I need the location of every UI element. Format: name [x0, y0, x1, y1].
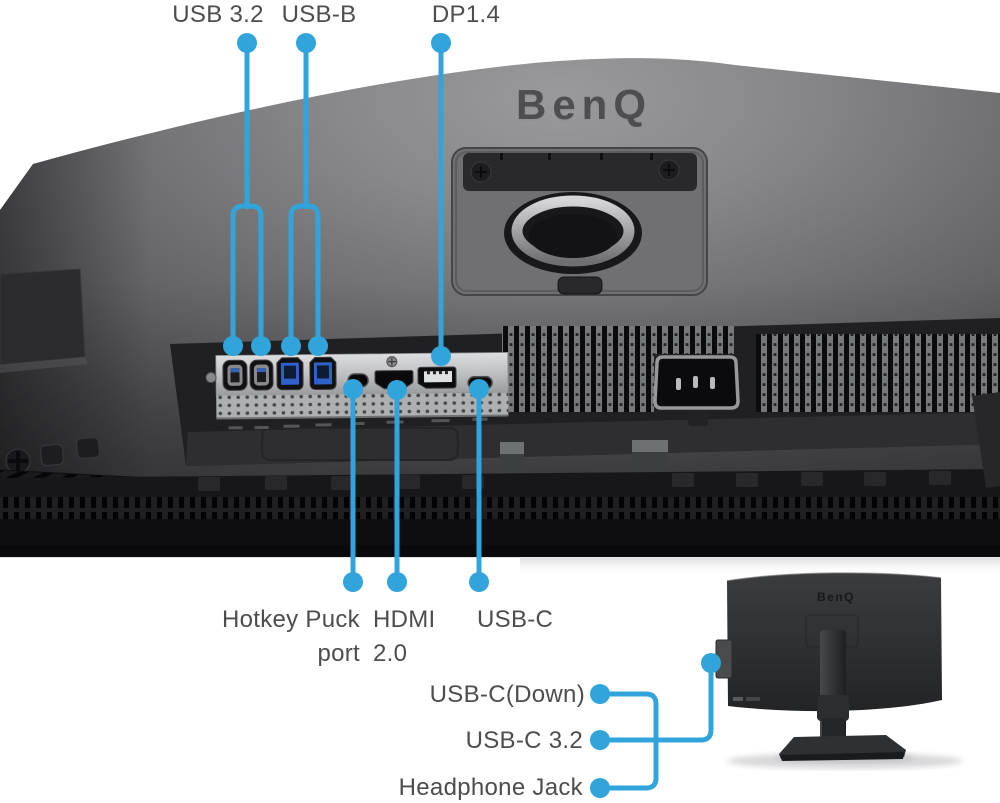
osd-button-1 — [40, 444, 64, 466]
osd-controls — [5, 437, 100, 474]
label-usb-c-down: USB-C(Down) — [429, 681, 585, 708]
label-usb-3-2: USB 3.2 — [172, 1, 264, 28]
label-recess — [0, 268, 86, 366]
usb-a-port-2 — [249, 359, 274, 391]
svg-text:BenQ: BenQ — [516, 81, 652, 128]
osd-button-2 — [76, 437, 100, 459]
displayport-port — [417, 366, 457, 389]
vent-grille-left — [506, 340, 654, 412]
callout-line-usbc32 — [597, 660, 714, 743]
label-hotkey-puck-port: Hotkey Puck port — [221, 606, 360, 667]
vesa-mount-recess — [451, 147, 708, 296]
callout-dots — [223, 33, 721, 798]
monitor-back-photo: BenQ BenQ — [0, 58, 1000, 557]
monitor-side-view-photo: BenQ — [715, 572, 963, 769]
ac-power-inlet — [653, 355, 740, 426]
vent-grille-right — [756, 334, 1000, 412]
usb-b-port-2 — [309, 356, 337, 390]
bottom-vent-band — [0, 469, 1000, 557]
label-usb-b: USB-B — [281, 1, 357, 28]
label-hdmi-2-0: HDMI 2.0 — [373, 606, 436, 667]
right-edge-trim — [972, 392, 1000, 488]
vent-slot-row — [0, 497, 1000, 519]
label-usb-c-3-2: USB-C 3.2 — [465, 727, 583, 754]
stand-mount-bracket — [463, 153, 697, 191]
svg-text:BenQ: BenQ — [516, 83, 652, 130]
usb-a-port-1 — [222, 359, 248, 391]
label-usb-c: USB-C — [477, 606, 554, 633]
strip-screw-left — [205, 372, 217, 384]
benq-logo: BenQ BenQ — [516, 81, 652, 130]
printed-port-icons — [228, 417, 488, 430]
label-dp1-4: DP1.4 — [431, 1, 501, 28]
label-headphone-jack: Headphone Jack — [398, 774, 583, 801]
callout-fork-usbb — [288, 203, 321, 349]
callout-fork-usb32 — [230, 203, 264, 349]
monitor-floor-shadow — [520, 556, 1000, 576]
perforated-apron — [216, 392, 509, 419]
stand-release-latch — [557, 276, 603, 295]
usb-b-port-1 — [276, 357, 304, 391]
small-benq-logo: BenQ — [817, 590, 855, 604]
callout-lines — [223, 33, 721, 798]
